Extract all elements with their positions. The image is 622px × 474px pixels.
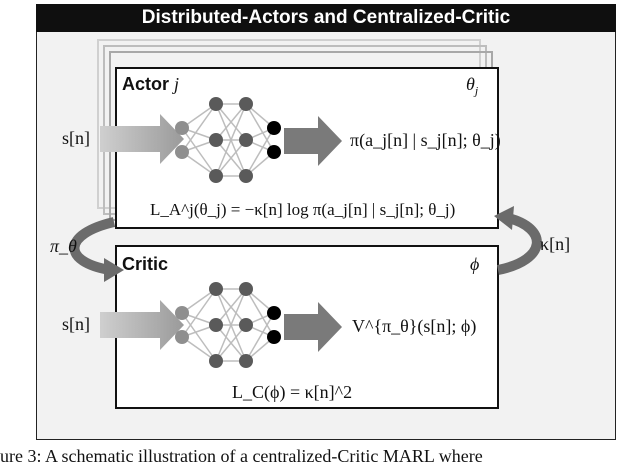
actor-nn-connection xyxy=(245,103,275,153)
actor-output-label: π(a_j[n] | s_j[n]; θ_j) xyxy=(350,130,501,150)
actor-nn-node-layer-4 xyxy=(267,121,281,135)
critic-nn-node-layer-3 xyxy=(239,354,253,368)
actor-loss-label: L_A^j(θ_j) = −κ[n] log π(a_j[n] | s_j[n]… xyxy=(150,200,456,219)
actor-nn-node-layer-2 xyxy=(209,133,223,147)
actor-index: j xyxy=(174,74,180,94)
actor-nn-connection xyxy=(215,139,247,177)
actor-param: θj xyxy=(466,74,479,98)
actor-nn-node-layer-4 xyxy=(267,145,281,159)
kappa-feedback-arrowhead xyxy=(494,206,514,230)
critic-nn-connection xyxy=(181,312,217,362)
critic-nn-connection xyxy=(215,324,247,362)
critic-nn-node-layer-4 xyxy=(267,330,281,344)
critic-nn-node-layer-1 xyxy=(175,330,189,344)
critic-label: Critic xyxy=(122,254,169,274)
actor-nn-node-layer-2 xyxy=(209,169,223,183)
actor-nn-connection xyxy=(181,103,217,153)
critic-nn-connection xyxy=(181,288,217,338)
actor-nn-node-layer-2 xyxy=(209,97,223,111)
critic-output-label: V^{π_θ}(s[n]; ϕ) xyxy=(352,316,477,336)
policy-feedback-arrowhead xyxy=(104,258,124,282)
actor-label: Actor j xyxy=(122,74,180,94)
policy-feedback-label: π_θ xyxy=(50,236,77,256)
figure-caption: ure 3: A schematic illustration of a cen… xyxy=(0,446,483,466)
actor-nn-connection xyxy=(215,103,247,177)
critic-input-label: s[n] xyxy=(62,314,90,334)
policy-feedback-arrow xyxy=(69,217,116,275)
critic-nn-node-layer-2 xyxy=(209,354,223,368)
critic-neural-network xyxy=(175,282,281,368)
diagram-title: Distributed-Actors and Centralized-Criti… xyxy=(36,4,616,32)
actor-input-arrow xyxy=(100,114,184,164)
actor-nn-node-layer-3 xyxy=(239,169,253,183)
actor-nn-node-layer-3 xyxy=(239,97,253,111)
actor-output-arrow xyxy=(284,116,342,166)
critic-nn-connection xyxy=(245,312,275,362)
critic-loss-label: L_C(ϕ) = κ[n]^2 xyxy=(232,382,353,402)
critic-nn-node-layer-4 xyxy=(267,306,281,320)
actor-nn-node-layer-1 xyxy=(175,121,189,135)
actor-nn-node-layer-1 xyxy=(175,145,189,159)
critic-param: ϕ xyxy=(470,254,480,274)
actor-nn-connection xyxy=(181,127,217,177)
critic-nn-node-layer-2 xyxy=(209,282,223,296)
critic-nn-node-layer-3 xyxy=(239,318,253,332)
critic-nn-node-layer-1 xyxy=(175,306,189,320)
actor-nn-connection xyxy=(245,127,275,177)
actor-nn-connection xyxy=(215,103,247,141)
critic-output-arrow xyxy=(284,302,342,352)
kappa-feedback-label: κ[n] xyxy=(540,234,571,254)
kappa-feedback-arrow xyxy=(496,213,542,275)
actor-input-label: s[n] xyxy=(62,128,90,148)
actor-nn-node-layer-3 xyxy=(239,133,253,147)
critic-nn-node-layer-3 xyxy=(239,282,253,296)
critic-input-arrow xyxy=(100,300,184,350)
critic-nn-connection xyxy=(245,288,275,338)
critic-nn-node-layer-2 xyxy=(209,318,223,332)
critic-nn-connection xyxy=(215,288,247,326)
actor-neural-network xyxy=(175,97,281,183)
critic-nn-connection xyxy=(215,288,247,362)
